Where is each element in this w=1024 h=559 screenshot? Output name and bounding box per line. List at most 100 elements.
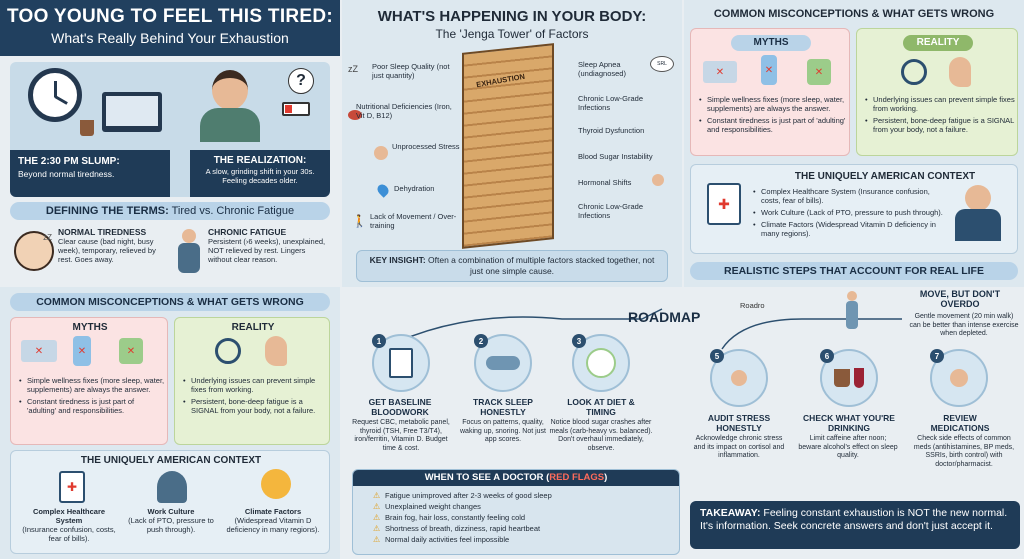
water-bottle-icon: ✕ <box>761 55 777 85</box>
factor-right: Blood Sugar Instability <box>578 152 653 161</box>
normal-text: Clear cause (bad night, busy week), temp… <box>58 237 156 264</box>
chronic-text: Persistent (›6 weeks), unexplained, NOT … <box>208 237 326 264</box>
insight-bold: KEY INSIGHT: <box>369 255 426 265</box>
sleep-icon: zZ <box>348 64 358 74</box>
stress-person-icon <box>374 146 388 160</box>
reality-list-right: Underlying issues can prevent simple fix… <box>865 95 1015 137</box>
american-item-text: (Insurance confusion, costs, fear of bil… <box>22 525 116 543</box>
reality-box-left: REALITY Underlying issues can prevent si… <box>174 317 330 445</box>
step-title: REVIEW MEDICATIONS <box>930 413 990 433</box>
move-title: MOVE, BUT DON'T OVERDO <box>919 289 1001 309</box>
doctor-panel: WHEN TO SEE A DOCTOR (RED FLAGS) Fatigue… <box>352 469 680 555</box>
american-item: Work Culture (Lack of PTO, pressure to p… <box>753 208 943 217</box>
factor-right: Hormonal Shifts <box>578 178 632 187</box>
american-item-title: Complex Healthcare System <box>32 507 106 525</box>
key-insight-box: KEY INSIGHT: Often a combination of mult… <box>356 250 668 282</box>
step-text: Check side effects of common meds (antih… <box>913 435 1015 468</box>
step-text: Notice blood sugar crashes after meals (… <box>549 419 653 452</box>
american-item: Climate Factors (Widespread Vitamin D de… <box>753 220 943 238</box>
body-panel: WHAT'S HAPPENING IN YOUR BODY: The 'Jeng… <box>342 0 682 287</box>
water-drop-icon <box>375 182 391 198</box>
step-number: 5 <box>710 349 724 363</box>
stressed-worker-icon <box>951 185 1005 245</box>
reality-item: Underlying issues can prevent simple fix… <box>865 95 1015 113</box>
main-subtitle: What's Really Behind Your Exhaustion <box>51 30 289 46</box>
takeaway-box: TAKEAWAY: Feeling constant exhaustion is… <box>690 501 1020 549</box>
myths-label-left: MYTHS <box>72 322 108 333</box>
jenga-tower: EXHAUSTION <box>462 43 554 249</box>
chronic-title: CHRONIC FATIGUE <box>208 227 287 237</box>
misconceptions-panel-left: COMMON MISCONCEPTIONS & WHAT GETS WRONG … <box>0 287 340 559</box>
myth-item: Constant tiredness is just part of 'adul… <box>19 397 165 415</box>
factor-left: Lack of Movement / Over-training <box>370 212 457 230</box>
american-context-right: THE UNIQUELY AMERICAN CONTEXT ✚ Complex … <box>690 164 1018 254</box>
hormone-person-icon <box>652 174 664 186</box>
factor-right: Sleep Apnea (undiagnosed) <box>578 60 626 78</box>
american-item-climate: Climate Factors (Widespread Vitamin D de… <box>223 507 323 534</box>
doctor-title: WHEN TO SEE A DOCTOR ( <box>424 472 550 483</box>
slump-caption: THE 2:30 PM SLUMP: Beyond normal tiredne… <box>10 150 170 197</box>
step-number: 3 <box>572 334 586 348</box>
american-item-text: (Lack of PTO, pressure to push through). <box>128 516 214 534</box>
doctor-title-end: ) <box>604 472 608 483</box>
myths-list-right: Simple wellness fixes (more sleep, water… <box>699 95 847 137</box>
body-subtitle: The 'Jenga Tower' of Factors <box>435 27 589 41</box>
slump-title: THE 2:30 PM SLUMP: <box>18 156 120 167</box>
factor-left: Nutritional Deficiencies (Iron, Vit D, B… <box>356 102 452 120</box>
walking-person-icon <box>842 291 862 331</box>
realization-title: THE REALIZATION: <box>213 155 307 166</box>
clipboard-icon: ✚ <box>707 183 741 225</box>
american-item-healthcare: Complex Healthcare System (Insurance con… <box>19 507 119 543</box>
american-item-work: Work Culture (Lack of PTO, pressure to p… <box>121 507 221 534</box>
reality-item: Persistent, bone-deep fatigue is a SIGNA… <box>183 397 327 415</box>
red-flag-item: Brain fog, hair loss, constantly feeling… <box>373 512 673 523</box>
defining-title-pill: DEFINING THE TERMS: Tired vs. Chronic Fa… <box>10 202 330 220</box>
realization-text: A slow, grinding shift in your 30s. Feel… <box>205 167 315 185</box>
step-text: Limit caffeine after noon; beware alcoho… <box>798 435 898 459</box>
insight-text: Often a combination of multiple factors … <box>425 255 655 276</box>
myths-box-right: MYTHS ✕ ✕ ✕ Simple wellness fixes (more … <box>690 28 850 156</box>
supplement-bottle-icon: ✕ <box>807 59 831 85</box>
american-item-title: Climate Factors <box>244 507 302 516</box>
wall-clock-icon <box>28 68 82 122</box>
reality-list-left: Underlying issues can prevent simple fix… <box>183 376 327 418</box>
american-context-left: THE UNIQUELY AMERICAN CONTEXT ✚ Complex … <box>10 450 330 554</box>
magnifier-icon <box>901 59 927 85</box>
myths-box-left: MYTHS ✕ ✕ ✕ Simple wellness fixes (more … <box>10 317 168 445</box>
step-number: 1 <box>372 334 386 348</box>
american-title-right: THE UNIQUELY AMERICAN CONTEXT <box>794 171 976 182</box>
american-list-right: Complex Healthcare System (Insurance con… <box>753 187 943 241</box>
slumped-person-icon <box>176 229 202 275</box>
american-item: Complex Healthcare System (Insurance con… <box>753 187 943 205</box>
reality-label-right: REALITY <box>903 35 973 51</box>
bed-icon: ✕ <box>21 340 57 362</box>
red-flag-item: Normal daily activities feel impossible <box>373 534 673 545</box>
step-title: TRACK SLEEP HONESTLY <box>473 397 533 417</box>
worker-laptop-icon <box>157 471 187 503</box>
factor-left: Dehydration <box>394 184 435 193</box>
sleeping-person-icon: zZ <box>14 231 54 271</box>
magnifier-icon <box>215 338 241 364</box>
coffee-mug-icon <box>80 120 94 136</box>
myth-item: Simple wellness fixes (more sleep, water… <box>19 376 165 394</box>
red-flag-list: Fatigue unimproved after 2-3 weeks of go… <box>373 490 673 545</box>
step-title: AUDIT STRESS HONESTLY <box>707 413 771 433</box>
red-flags-label: RED FLAGS <box>549 472 605 483</box>
doctor-title-bar: WHEN TO SEE A DOCTOR (RED FLAGS) <box>353 470 679 486</box>
defining-title-bold: DEFINING THE TERMS: <box>45 205 169 217</box>
main-title: TOO YOUNG TO FEEL THIS TIRED: <box>6 6 334 27</box>
question-bubble-icon: ? <box>288 68 314 94</box>
american-item-title: Work Culture <box>147 507 195 516</box>
walking-icon: 🚶 <box>352 214 367 228</box>
american-item-text: (Widespread Vitamin D deficiency in many… <box>226 516 320 534</box>
step-text: Acknowledge chronic stress and its impac… <box>693 435 785 459</box>
factor-right: Chronic Low-Grade Infections <box>578 94 644 112</box>
body-title: WHAT'S HAPPENING IN YOUR BODY: <box>377 8 647 25</box>
step-title: LOOK AT DIET & TIMING <box>567 397 635 417</box>
factor-left: Unprocessed Stress <box>392 142 460 151</box>
red-flag-item: Shortness of breath, dizziness, rapid he… <box>373 523 673 534</box>
step-number: 6 <box>820 349 834 363</box>
myths-label-right: MYTHS <box>731 35 811 51</box>
factor-right: Thyroid Dysfunction <box>578 126 645 135</box>
misconceptions-panel-right: COMMON MISCONCEPTIONS & WHAT GETS WRONG … <box>684 0 1024 287</box>
